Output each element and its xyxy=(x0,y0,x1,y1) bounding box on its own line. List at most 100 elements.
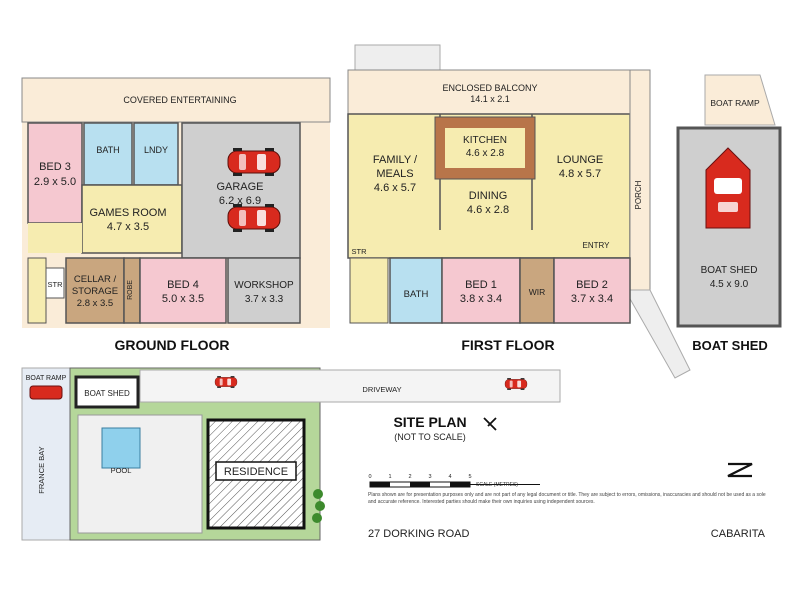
bed3-name: BED 3 xyxy=(39,161,71,173)
cellar-storage-room xyxy=(65,257,125,324)
laundry-label: LNDY xyxy=(144,145,168,155)
wir-label: WIR xyxy=(529,287,546,297)
scale-tick-4: 4 xyxy=(448,474,451,480)
driveway-label: DRIVEWAY xyxy=(362,385,401,394)
scale-tick-2: 2 xyxy=(408,474,411,480)
games-room xyxy=(81,184,183,254)
family-size: 4.6 x 5.7 xyxy=(374,182,416,194)
robe-label: ROBE xyxy=(127,280,134,300)
boat-icon xyxy=(705,147,751,229)
cellar-name: CELLAR / xyxy=(74,274,117,285)
ground-bath-label: BATH xyxy=(96,145,119,155)
bed3-room xyxy=(27,122,83,224)
enclosed-balcony xyxy=(347,69,631,115)
bed1-size: 3.8 x 3.4 xyxy=(460,293,502,305)
dining-size: 4.6 x 2.8 xyxy=(467,204,509,216)
ground-floor: COVERED ENTERTAINING BED 3 2.9 x 5.0 BAT… xyxy=(21,77,331,353)
lounge-size: 4.8 x 5.7 xyxy=(559,168,601,180)
ground-bath-room xyxy=(83,122,133,186)
first-floor-title: FIRST FLOOR xyxy=(461,337,554,353)
driveway-car-left-icon xyxy=(214,375,238,389)
site-north-arrow-icon xyxy=(483,417,497,431)
site-trees xyxy=(312,489,325,523)
covered-entertaining-area xyxy=(21,77,331,123)
residence-tag xyxy=(215,461,297,481)
boat-shed-size: 4.5 x 9.0 xyxy=(710,279,749,290)
cellar-size: 2.8 x 3.5 xyxy=(77,298,113,309)
scale-tick-5: 5 xyxy=(468,474,471,480)
driveway-car-right-icon xyxy=(504,377,528,391)
first-floor-stairs xyxy=(349,257,389,324)
pool-water xyxy=(101,427,141,469)
site-boat-shed xyxy=(74,375,140,409)
scale-tick-1: 1 xyxy=(388,474,391,480)
boat-ramp-area xyxy=(704,74,776,126)
dining-name: DINING xyxy=(469,190,508,202)
pool-label: POOL xyxy=(111,466,132,475)
site-plan: FRANCE BAY BOAT RAMP DRIVEWAY BOAT SHED … xyxy=(21,367,753,541)
garage-name: GARAGE xyxy=(216,181,263,193)
ground-str-closet xyxy=(45,267,65,299)
balcony-name: ENCLOSED BALCONY xyxy=(442,83,537,93)
boat-shed-title: BOAT SHED xyxy=(692,338,768,353)
kitchen-name: KITCHEN xyxy=(463,135,507,146)
balcony-size: 14.1 x 2.1 xyxy=(470,94,510,104)
scale-label: SCALE (METRES) xyxy=(476,482,518,488)
garage-car-top-icon xyxy=(227,147,281,177)
games-room-name: GAMES ROOM xyxy=(89,207,166,219)
first-str-label: STR xyxy=(352,247,368,256)
address-text: 27 DORKING ROAD xyxy=(368,528,470,540)
bed1-name: BED 1 xyxy=(465,279,497,291)
lounge-name: LOUNGE xyxy=(557,154,603,166)
france-bay-label: FRANCE BAY xyxy=(37,446,46,493)
bed4-room xyxy=(139,257,227,324)
porch-stairs xyxy=(624,289,691,379)
disclaimer-text: Plans shown are for presentation purpose… xyxy=(368,492,766,505)
first-floor-stair-landing xyxy=(354,44,441,71)
suburb-text: CABARITA xyxy=(711,528,766,540)
workshop-name: WORKSHOP xyxy=(234,280,294,291)
cellar-name-line2: STORAGE xyxy=(72,286,118,297)
family-name: FAMILY / xyxy=(373,154,418,166)
bed2-size: 3.7 x 3.4 xyxy=(571,293,613,305)
entry-label: ENTRY xyxy=(583,241,611,250)
porch-area xyxy=(629,69,651,291)
covered-entertaining-label: COVERED ENTERTAINING xyxy=(123,95,236,105)
family-name-line2: MEALS xyxy=(376,168,413,180)
porch-label: PORCH xyxy=(634,180,643,209)
north-arrow-icon xyxy=(727,462,753,478)
scale-tick-3: 3 xyxy=(428,474,431,480)
disclaimer-box: Plans shown are for presentation purpose… xyxy=(368,492,766,505)
garage-size: 6.2 x 6.9 xyxy=(219,195,261,207)
ground-stairs xyxy=(27,257,47,324)
ground-hall xyxy=(28,223,82,253)
bed4-name: BED 4 xyxy=(167,279,199,291)
boat-shed-plan: BOAT RAMP BOAT SHED 4.5 x 9.0 BOAT SHED xyxy=(676,74,782,353)
bed2-name: BED 2 xyxy=(576,279,608,291)
games-room-size: 4.7 x 3.5 xyxy=(107,221,149,233)
bed3-size: 2.9 x 5.0 xyxy=(34,176,76,188)
garage-car-bottom-icon xyxy=(227,203,281,233)
first-floor: ENCLOSED BALCONY 14.1 x 2.1 KITCHEN 4.6 … xyxy=(347,44,691,379)
site-plan-subtitle: (NOT TO SCALE) xyxy=(394,432,466,442)
site-boat-ramp-label: BOAT RAMP xyxy=(26,375,67,382)
laundry-room xyxy=(133,122,179,186)
workshop-room xyxy=(227,257,301,324)
bed4-size: 5.0 x 3.5 xyxy=(162,293,204,305)
ground-str-label: STR xyxy=(48,280,64,289)
site-plan-title: SITE PLAN xyxy=(393,414,466,430)
boat-ramp-label: BOAT RAMP xyxy=(710,98,760,108)
scale-bar: 0 1 2 3 4 5 SCALE (METRES) xyxy=(368,474,540,488)
first-bath-label: BATH xyxy=(404,289,429,300)
site-boat-icon xyxy=(29,385,63,400)
kitchen-floor xyxy=(445,128,525,168)
first-bath-room xyxy=(389,257,443,324)
workshop-size: 3.7 x 3.3 xyxy=(245,294,284,305)
residence-label: RESIDENCE xyxy=(224,466,288,478)
boat-shed-name: BOAT SHED xyxy=(701,265,758,276)
site-boat-shed-label: BOAT SHED xyxy=(84,389,130,398)
ground-floor-title: GROUND FLOOR xyxy=(114,337,229,353)
driveway-area xyxy=(139,369,561,403)
wir-closet xyxy=(519,257,555,324)
